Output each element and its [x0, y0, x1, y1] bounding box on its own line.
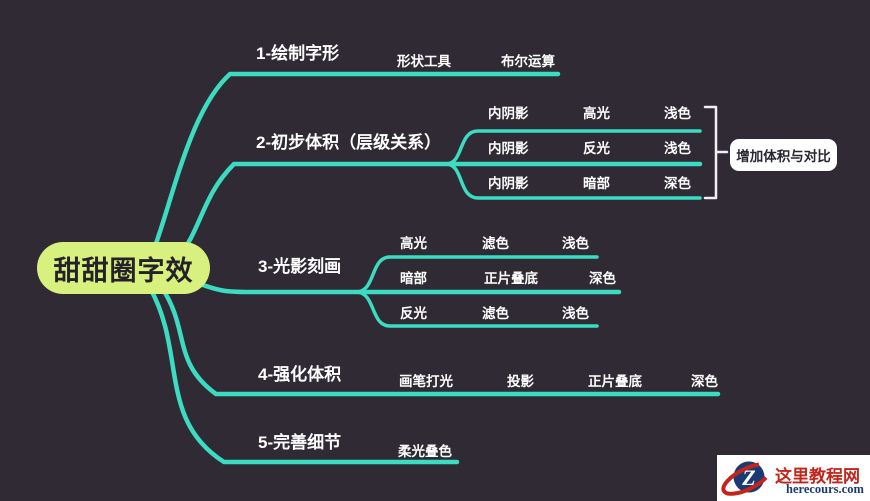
branch-2-row-1-cell-2[interactable]: 高光: [583, 106, 610, 121]
branch-2-row-3-cell-2[interactable]: 暗部: [583, 176, 610, 191]
branch-1-connector: [147, 71, 561, 263]
branch-3-row-1-connector: [354, 255, 599, 294]
branch-2-row-2-cell-1[interactable]: 内阴影: [488, 141, 529, 156]
watermark-site-url: herecours.com: [786, 482, 864, 496]
branch-3-row-2-cell-1[interactable]: 暗部: [400, 271, 427, 286]
branch-4-child-2[interactable]: 投影: [507, 374, 534, 389]
branch-3-row-3-cell-3[interactable]: 浅色: [562, 306, 589, 321]
site-logo-icon: Z: [721, 461, 773, 496]
logo-letter: Z: [741, 465, 755, 490]
branch-3-row-1-cell-1[interactable]: 高光: [400, 236, 427, 251]
branch-2-row-3-cell-3[interactable]: 深色: [664, 176, 691, 191]
branch-2-row-2-cell-3[interactable]: 浅色: [664, 141, 691, 156]
branch-2-label[interactable]: 2-初步体积（层级关系）: [256, 133, 442, 152]
branch-1-child-2[interactable]: 布尔运算: [501, 54, 555, 69]
branch-3-row-2-cell-2[interactable]: 正片叠底: [484, 271, 538, 286]
branch-2-row-1-cell-1[interactable]: 内阴影: [488, 106, 529, 121]
branch-3-row-3-cell-2[interactable]: 滤色: [482, 306, 509, 321]
branch-5-label[interactable]: 5-完善细节: [258, 433, 342, 452]
branch-3-row-3-connector: [354, 290, 599, 328]
branch-4-connector: [159, 285, 721, 397]
branch-1-child-1[interactable]: 形状工具: [397, 54, 451, 69]
root-node[interactable]: 甜甜圈字效: [37, 242, 210, 294]
branch-5-child-1[interactable]: 柔光叠色: [398, 444, 452, 459]
branch-4-child-3[interactable]: 正片叠底: [588, 374, 642, 389]
branch-3-row-2-cell-3[interactable]: 深色: [589, 271, 616, 286]
watermark-site-name: 这里教程网: [775, 467, 860, 486]
branch-4-child-1[interactable]: 画笔打光: [399, 374, 453, 389]
branch-2-row-2-cell-2[interactable]: 反光: [583, 141, 610, 156]
branch-2-connector: [175, 161, 703, 261]
branch-2-row-1-cell-3[interactable]: 浅色: [664, 106, 691, 121]
branch-3-row-3-cell-1[interactable]: 反光: [400, 306, 427, 321]
branch-2-row-1-connector: [444, 129, 702, 166]
site-watermark: Z 这里教程网 herecours.com: [717, 455, 870, 501]
branch-3-row-1-cell-2[interactable]: 滤色: [482, 236, 509, 251]
branch-4-label[interactable]: 4-强化体积: [258, 365, 342, 384]
branch-4-child-4[interactable]: 深色: [691, 374, 718, 389]
branch-2-row-3-cell-1[interactable]: 内阴影: [488, 176, 529, 191]
annotation-box[interactable]: 增加体积与对比: [730, 139, 837, 171]
branch-3-row-1-cell-3[interactable]: 浅色: [562, 236, 589, 251]
branch-2-row-3-connector: [444, 162, 702, 200]
branch-3-label[interactable]: 3-光影刻画: [258, 257, 342, 276]
annotation-bracket: [703, 105, 729, 200]
branch-1-label[interactable]: 1-绘制字形: [256, 44, 340, 63]
branch-5-connector: [147, 285, 460, 465]
branch-3-connector: [197, 281, 622, 295]
